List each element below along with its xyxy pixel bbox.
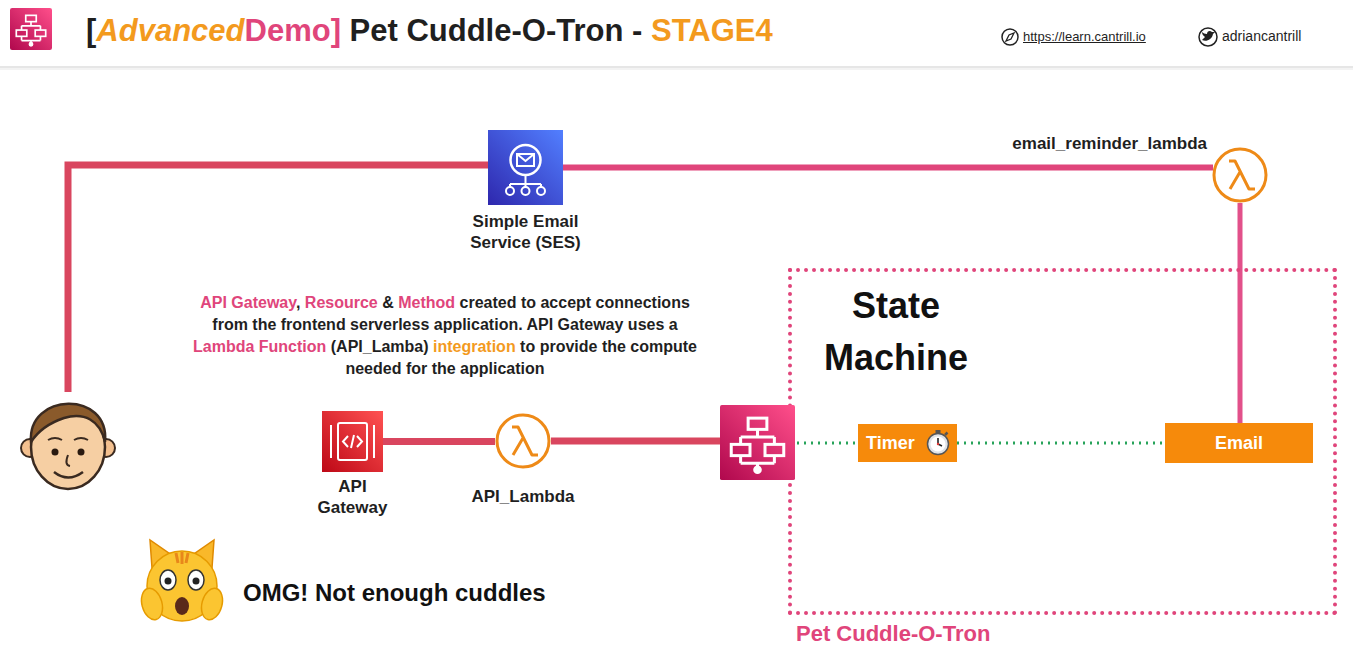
stopwatch-icon-part bbox=[928, 434, 949, 455]
state-machine-region: State MachinePet Cuddle-O-TronTimerEmail bbox=[788, 268, 1337, 615]
function-label: email_reminder_lambda bbox=[1012, 133, 1207, 154]
ses-icon-part bbox=[522, 187, 530, 195]
stopwatch-icon bbox=[928, 430, 949, 455]
text-run: [ bbox=[86, 13, 96, 48]
scared-cat-part bbox=[176, 552, 188, 564]
step-functions-logo-part bbox=[10, 8, 52, 50]
lambda-icon-part bbox=[1214, 149, 1266, 201]
twitter-icon bbox=[1199, 28, 1217, 46]
user-face bbox=[21, 404, 115, 489]
user-face-part bbox=[54, 472, 83, 478]
user-face-part bbox=[31, 404, 105, 442]
step-functions-icon bbox=[720, 405, 795, 480]
text-run: (API_Lamba) bbox=[326, 338, 433, 355]
ses-icon-part bbox=[537, 187, 545, 195]
scared-cat-part bbox=[175, 597, 189, 615]
ses-icon-part bbox=[488, 130, 563, 205]
lambda-function: API_Lambda bbox=[495, 413, 551, 469]
scared-cat-part bbox=[193, 578, 200, 585]
state-label: Timer bbox=[866, 432, 915, 454]
user-to-ses-wire bbox=[68, 165, 488, 392]
user-face-part bbox=[78, 449, 85, 456]
text-run: , bbox=[296, 294, 305, 311]
text-run: Advanced bbox=[96, 13, 244, 48]
apigw-icon bbox=[322, 411, 383, 472]
twitter-icon-part bbox=[1202, 31, 1215, 41]
api-gateway: API Gateway bbox=[322, 411, 383, 472]
scared-cat-part bbox=[198, 586, 226, 622]
connector-line bbox=[1238, 203, 1243, 423]
region-heading: State Machine bbox=[806, 280, 986, 384]
step-functions-icon-part bbox=[731, 418, 784, 472]
compass-icon-part bbox=[1006, 33, 1014, 41]
email-state: Email bbox=[1165, 423, 1313, 463]
text-run: Demo] bbox=[245, 13, 341, 48]
scared-cat bbox=[138, 540, 226, 622]
text-run: Resource bbox=[305, 294, 378, 311]
stopwatch-icon-part bbox=[945, 433, 948, 436]
compass-icon-part bbox=[1002, 29, 1018, 45]
text-run: API Gateway bbox=[200, 294, 296, 311]
lambda-icon-part bbox=[512, 427, 538, 455]
ses-service: Simple Email Service (SES) bbox=[488, 130, 563, 205]
ses-icon-part bbox=[506, 187, 514, 195]
stopwatch-icon-part bbox=[936, 430, 941, 434]
callout-note: API Gateway, Resource & Method created t… bbox=[185, 292, 705, 380]
timer-state: Timer bbox=[858, 424, 957, 462]
text-run: STAGE4 bbox=[651, 13, 773, 48]
step-functions-logo bbox=[10, 8, 52, 50]
service-label: Simple Email Service (SES) bbox=[461, 211, 591, 253]
text-run: integration bbox=[433, 338, 516, 355]
user-face-part bbox=[52, 449, 59, 456]
text-run: Pet Cuddle-O-Tron - bbox=[341, 13, 651, 48]
lambda-icon-part bbox=[1229, 161, 1255, 189]
compass-icon bbox=[1002, 29, 1018, 45]
cat-exclamation: OMG! Not enough cuddles bbox=[243, 578, 546, 608]
scared-cat-part bbox=[138, 586, 166, 622]
apigw-icon-part bbox=[331, 425, 374, 458]
step-functions-icon-part bbox=[720, 405, 795, 480]
service-label: API Gateway bbox=[313, 476, 393, 518]
scared-cat-part bbox=[188, 570, 204, 590]
lambda-function: email_reminder_lambda bbox=[1212, 147, 1268, 203]
scared-cat-part bbox=[160, 570, 176, 590]
lambda-icon bbox=[1212, 147, 1268, 203]
diagram-title: [AdvancedDemo] Pet Cuddle-O-Tron - STAGE… bbox=[86, 11, 773, 51]
user-face-part bbox=[66, 455, 70, 466]
connector-line bbox=[551, 438, 788, 445]
stopwatch-icon-part bbox=[938, 438, 942, 446]
ses-icon-part bbox=[510, 154, 541, 187]
text-run: Method bbox=[398, 294, 455, 311]
region-caption: Pet Cuddle-O-Tron bbox=[796, 621, 990, 647]
header-rule bbox=[0, 66, 1353, 68]
header-shadow bbox=[0, 68, 1353, 70]
user-face-part bbox=[48, 438, 88, 440]
function-label: API_Lambda bbox=[472, 486, 575, 507]
apigw-icon-part bbox=[322, 411, 383, 472]
stopwatch-icon-part bbox=[937, 443, 939, 445]
connector-line bbox=[383, 438, 495, 445]
lambda-icon bbox=[495, 413, 551, 469]
text-run: Lambda Function bbox=[193, 338, 326, 355]
connector-line bbox=[957, 442, 1165, 445]
lambda-icon-part bbox=[497, 415, 549, 467]
course-link: https://learn.cantrill.io bbox=[1023, 29, 1146, 45]
step-functions-logo-part bbox=[16, 15, 45, 45]
twitter-icon-part bbox=[1199, 28, 1217, 46]
ses-icon bbox=[488, 130, 563, 205]
scared-cat-part bbox=[165, 578, 172, 585]
stopwatch-icon-part bbox=[931, 437, 946, 452]
twitter-handle: adriancantrill bbox=[1222, 28, 1301, 45]
state-label: Email bbox=[1215, 432, 1263, 454]
connector-line bbox=[563, 165, 1213, 171]
text-run: & bbox=[378, 294, 398, 311]
start-to-timer-wire bbox=[797, 442, 857, 445]
